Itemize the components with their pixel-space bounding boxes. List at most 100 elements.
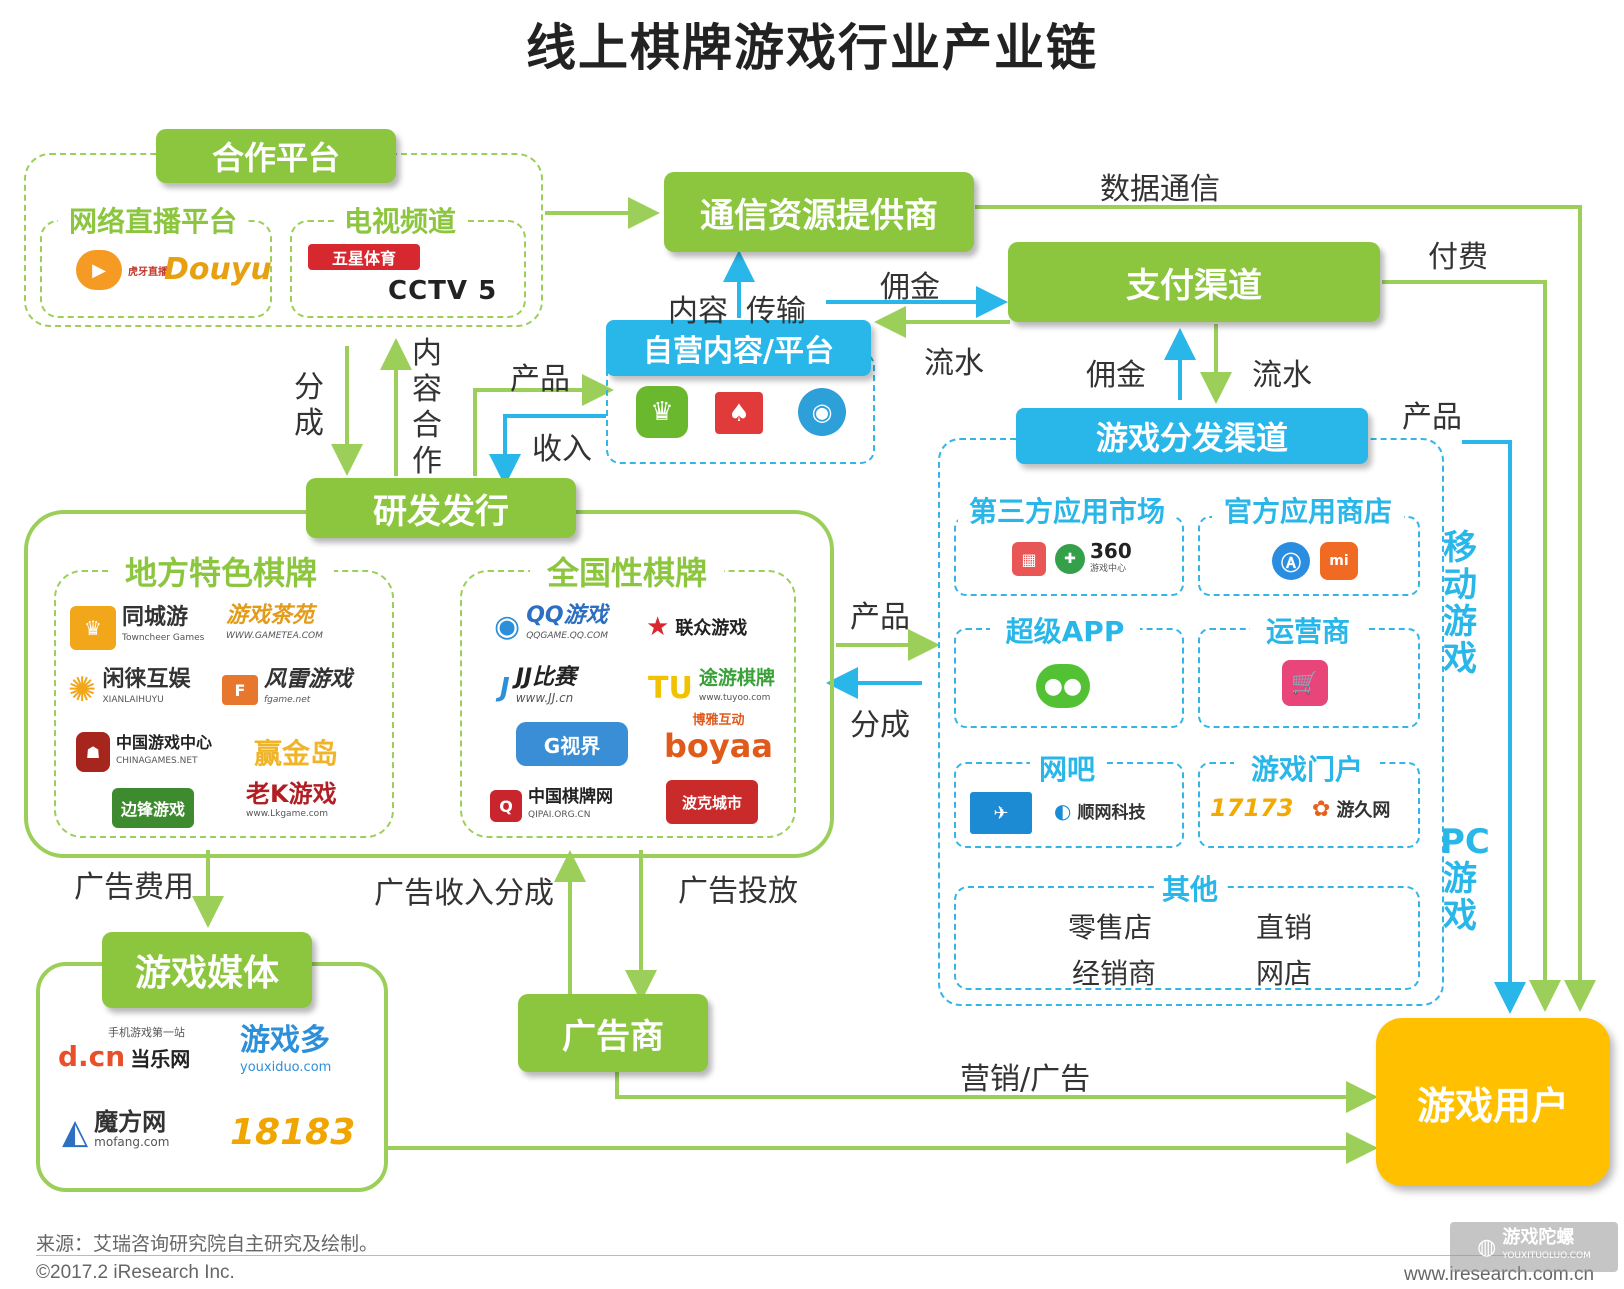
lianzhong-star-icon: ★ <box>646 612 670 642</box>
huya-icon: ▶ <box>76 250 122 290</box>
mobile-games-label: 移动游戏 <box>1443 528 1477 679</box>
online-shop-label: 网店 <box>1256 957 1313 990</box>
wechat-icon: ●● <box>1036 664 1090 708</box>
label-income: 收入 <box>532 432 592 467</box>
label-transmit: 传输 <box>746 294 806 329</box>
jj-icon: J <box>500 673 510 703</box>
qq-penguin-icon: ◉ <box>494 608 521 644</box>
arrow-advertiser-to-users <box>615 1068 1378 1113</box>
internet-cafe-header: 网吧 <box>1030 748 1104 788</box>
label-ad-placement: 广告投放 <box>678 874 798 909</box>
label-share: 分成 <box>294 370 324 441</box>
douyu-logo: Douyu <box>164 252 272 287</box>
live-platform-header: 网络直播平台 <box>58 200 248 240</box>
distributor-label: 经销商 <box>1072 957 1157 990</box>
copyright: ©2017.2 iResearch Inc. <box>36 1262 235 1283</box>
carrier-header: 运营商 <box>1250 610 1366 650</box>
lianzhong-logo: ★ 联众游戏 <box>646 612 748 642</box>
mask-icon: ☗ <box>76 732 110 772</box>
youjiu-icon: ✿ <box>1312 796 1331 822</box>
arrow-payment-to-users <box>1382 280 1561 1012</box>
diagram-title: 线上棋牌游戏行业产业链 <box>526 19 1098 77</box>
label-marketing: 营销/广告 <box>960 1062 1091 1097</box>
telecom-provider-box: 通信资源提供商 <box>664 172 974 252</box>
dcn-logo: 手机游戏第一站 d.cn 当乐网 <box>58 1026 191 1073</box>
pc-games-label: PC游戏 <box>1440 822 1490 936</box>
arrow-rd-to-selfop <box>473 374 614 476</box>
watermark-icon: ◍ <box>1477 1234 1497 1260</box>
label-share-mid: 分成 <box>850 708 910 743</box>
distribution-header: 游戏分发渠道 <box>1016 408 1368 464</box>
direct-sale-label: 直销 <box>1256 911 1313 944</box>
gshijie-logo: G视界 <box>516 722 628 766</box>
official-store-header: 官方应用商店 <box>1212 490 1404 530</box>
self-operated-header: 自营内容/平台 <box>606 320 871 376</box>
yingjindao-logo: 赢金岛 <box>254 737 339 770</box>
label-product-mid: 产品 <box>850 600 910 635</box>
others-header: 其他 <box>1155 868 1225 908</box>
label-commission-top: 佣金 <box>880 270 940 305</box>
label-content: 内容 <box>668 294 728 329</box>
home-app-icon: ♠ <box>715 392 763 434</box>
arrow-telecom-to-users <box>975 205 1596 1012</box>
huya-logo: ▶ 虎牙直播 <box>76 250 168 290</box>
super-app-header: 超级APP <box>990 610 1140 650</box>
label-flow-top: 流水 <box>924 346 984 381</box>
sun-icon: ✺ <box>68 670 97 710</box>
mi-store-icon: mi <box>1320 542 1358 580</box>
shunwang-logo: ◐ 顺网科技 <box>1054 798 1146 824</box>
label-fee: 付费 <box>1428 240 1488 275</box>
game-portal-header: 游戏门户 <box>1234 748 1380 788</box>
label-content-coop: 内容合作 <box>412 336 442 479</box>
360-icon: ✚ <box>1055 544 1085 574</box>
penguin-app-icon: ◉ <box>798 388 846 436</box>
retail-label: 零售店 <box>1068 911 1153 944</box>
game-media-header: 游戏媒体 <box>102 932 312 1008</box>
game-users-box: 游戏用户 <box>1376 1018 1610 1186</box>
source-note: 来源：艾瑞咨询研究院自主研究及绘制。 <box>36 1233 379 1255</box>
app-market-icon: ▦ <box>1012 542 1046 576</box>
national-chess-header: 全国性棋牌 <box>530 548 724 594</box>
app-store-icon: Ⓐ <box>1272 542 1310 580</box>
wuxing-logo: 五星体育 <box>308 244 420 270</box>
tv-channel-header: 电视频道 <box>335 200 465 240</box>
cctv5-logo: CCTV 5 <box>388 276 498 306</box>
youxiduo-logo: 游戏多 youxiduo.com <box>240 1023 332 1076</box>
18183-logo: 18183 <box>230 1112 356 1153</box>
17173-logo: 17173 <box>1210 794 1294 822</box>
label-ad-fee: 广告费用 <box>74 870 194 905</box>
arrow-distribution-to-users <box>1462 440 1526 1014</box>
fenglei-icon: F <box>222 675 258 705</box>
payment-channel-box: 支付渠道 <box>1008 242 1380 322</box>
label-product-right: 产品 <box>1402 400 1462 435</box>
footer-divider <box>36 1255 1586 1256</box>
mofang-icon: ◭ <box>62 1112 89 1152</box>
label-data-comm: 数据通信 <box>1100 172 1220 207</box>
arrow-selfop-to-rd <box>489 414 606 486</box>
qipai-icon: Q <box>490 790 522 822</box>
label-flow-mid: 流水 <box>1252 358 1312 393</box>
third-party-market-header: 第三方应用市场 <box>958 490 1176 530</box>
label-commission-mid: 佣金 <box>1086 358 1146 393</box>
tuyoo-icon: TU <box>648 670 693 706</box>
bianfeng-logo: 边锋游戏 <box>112 788 194 828</box>
partner-platform-header: 合作平台 <box>156 129 396 183</box>
label-ad-income-share: 广告收入分成 <box>374 876 554 911</box>
tongchengyou-icon: ♛ <box>70 606 116 650</box>
game-app-icon: ♛ <box>636 386 688 438</box>
fengyun-icon: ✈ <box>970 792 1032 834</box>
rd-publishing-header: 研发发行 <box>306 478 576 538</box>
advertiser-box: 广告商 <box>518 994 708 1072</box>
